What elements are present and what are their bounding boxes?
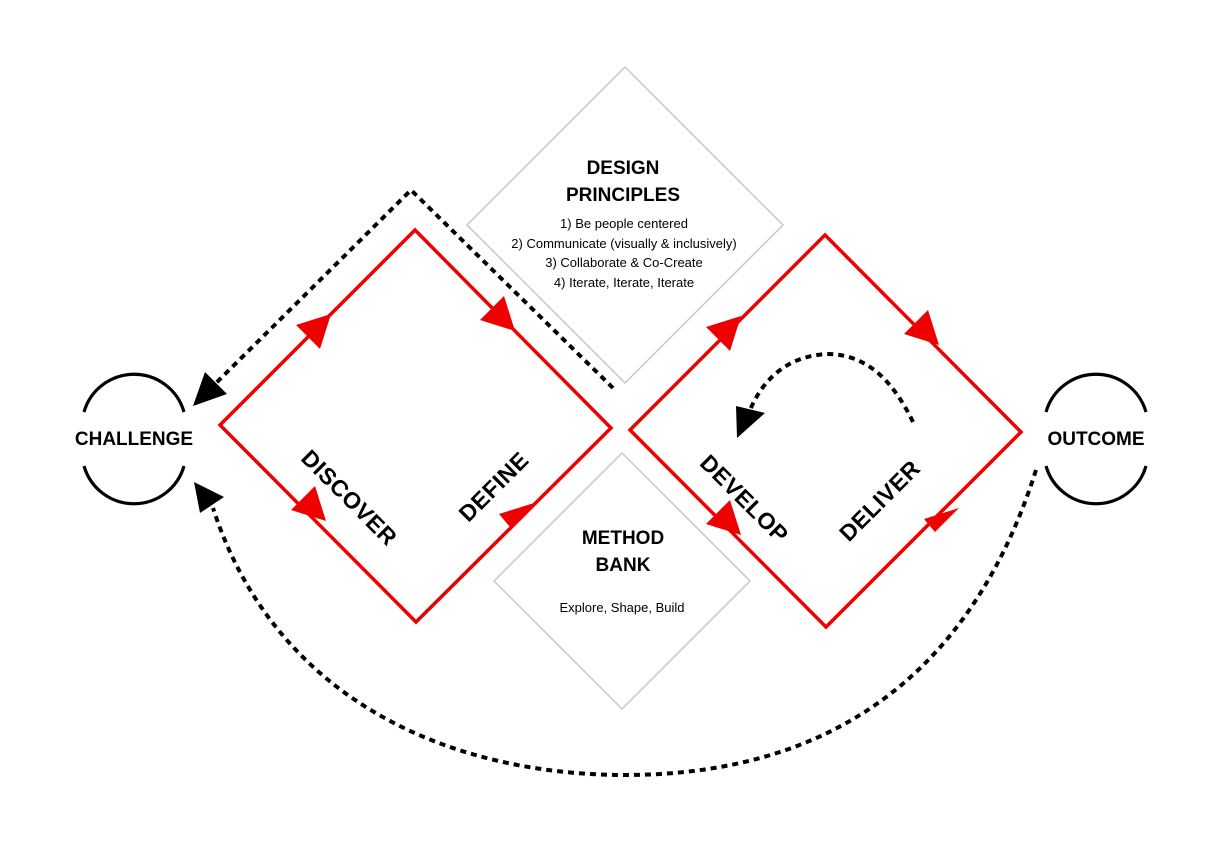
challenge-top-arrowhead <box>193 372 227 406</box>
method-bank-body: Explore, Shape, Build <box>559 600 685 615</box>
method-bank-title: METHOD BANK <box>582 525 664 579</box>
develop-down-arrow <box>706 500 741 535</box>
design-principle-item: 3) Collaborate & Co-Create <box>545 255 703 270</box>
discover-up-arrow <box>296 314 331 349</box>
outcome-to-challenge-feedback-path <box>211 469 1038 778</box>
deliver-down-arrow <box>904 310 939 345</box>
outcome-label: OUTCOME <box>1047 429 1145 450</box>
develop-loop-arrowhead <box>736 406 765 438</box>
method-bank-title-line1: METHOD <box>581 528 665 549</box>
deliver-to-develop-feedback-path <box>748 351 915 423</box>
design-principle-item: 4) Iterate, Iterate, Iterate <box>553 274 695 290</box>
method-bank-title-line2: BANK <box>595 555 651 576</box>
develop-deliver-diamond <box>627 232 1024 630</box>
deliver-up-arrow <box>924 508 959 532</box>
design-principle-item: 2) Communicate (visually & inclusively) <box>511 235 737 251</box>
challenge-node-arcs <box>82 372 186 506</box>
challenge-bottom-arrowhead <box>194 482 224 513</box>
discover-define-diamond <box>217 227 614 625</box>
design-principle-item: 1) Be people centered <box>560 216 688 231</box>
discover-down-arrow <box>291 486 326 521</box>
define-up-arrow <box>499 503 534 527</box>
define-to-challenge-feedback-path <box>212 187 615 390</box>
challenge-label: CHALLENGE <box>74 429 194 450</box>
design-principles-title: DESIGN PRINCIPLES <box>566 155 680 209</box>
define-down-arrow <box>480 296 515 331</box>
design-principles-title-line2: PRINCIPLES <box>565 185 681 206</box>
outcome-node-arcs <box>1044 372 1148 506</box>
method-bank-box <box>492 451 752 711</box>
design-principles-box <box>465 65 785 385</box>
develop-up-arrow <box>706 316 741 351</box>
design-principles-title-line1: DESIGN <box>586 158 660 179</box>
design-principles-list: 1) Be people centered 2) Communicate (vi… <box>511 214 736 292</box>
